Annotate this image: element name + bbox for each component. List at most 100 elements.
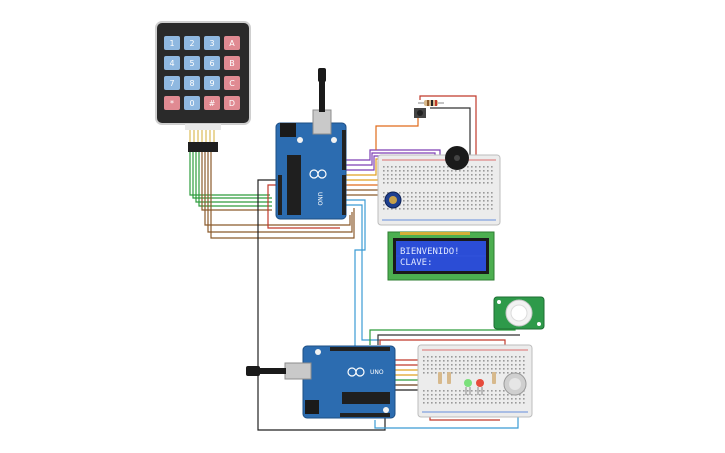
- breadboard-hole: [523, 398, 525, 400]
- breadboard-hole: [479, 402, 481, 404]
- breadboard-hole: [483, 402, 485, 404]
- breadboard-hole: [487, 372, 489, 374]
- led-green: [464, 379, 472, 395]
- breadboard-hole: [451, 200, 453, 202]
- breadboard-hole: [435, 200, 437, 202]
- breadboard-hole: [455, 356, 457, 358]
- breadboard-hole: [515, 402, 517, 404]
- breadboard-hole: [467, 196, 469, 198]
- breadboard-hole: [391, 182, 393, 184]
- key-5[interactable]: 5: [184, 56, 200, 70]
- breadboard-hole: [459, 390, 461, 392]
- breadboard-hole: [519, 372, 521, 374]
- breadboard-hole: [431, 170, 433, 172]
- breadboard-hole: [483, 360, 485, 362]
- breadboard-hole: [459, 372, 461, 374]
- breadboard-hole: [479, 360, 481, 362]
- breadboard-hole: [451, 372, 453, 374]
- breadboard-hole: [407, 170, 409, 172]
- breadboard-hole: [467, 208, 469, 210]
- breadboard-hole: [459, 178, 461, 180]
- key-star[interactable]: *: [164, 96, 180, 110]
- breadboard-hole: [487, 192, 489, 194]
- breadboard-hole: [471, 192, 473, 194]
- breadboard-hole: [419, 170, 421, 172]
- potentiometer[interactable]: [384, 191, 402, 209]
- breadboard-hole: [383, 196, 385, 198]
- breadboard-hole: [467, 178, 469, 180]
- breadboard-hole: [431, 166, 433, 168]
- key-label: 5: [189, 59, 194, 68]
- key-9[interactable]: 9: [204, 76, 220, 90]
- breadboard-hole: [475, 372, 477, 374]
- breadboard-hole: [475, 200, 477, 202]
- breadboard-hole: [463, 182, 465, 184]
- key-1[interactable]: 1: [164, 36, 180, 50]
- breadboard-hole: [407, 182, 409, 184]
- breadboard-hole: [391, 174, 393, 176]
- breadboard-hole: [519, 356, 521, 358]
- breadboard-hole: [443, 360, 445, 362]
- breadboard-hole: [415, 196, 417, 198]
- breadboard-hole: [435, 208, 437, 210]
- key-2[interactable]: 2: [184, 36, 200, 50]
- key-label: B: [229, 59, 235, 68]
- breadboard-hole: [391, 166, 393, 168]
- breadboard-hole: [407, 174, 409, 176]
- breadboard-hole: [423, 364, 425, 366]
- key-A[interactable]: A: [224, 36, 240, 50]
- key-B[interactable]: B: [224, 56, 240, 70]
- key-3[interactable]: 3: [204, 36, 220, 50]
- breadboard-top: [377, 154, 501, 226]
- breadboard-hole: [459, 174, 461, 176]
- breadboard-hole: [411, 192, 413, 194]
- key-D[interactable]: D: [224, 96, 240, 110]
- breadboard-hole: [443, 178, 445, 180]
- breadboard-hole: [467, 200, 469, 202]
- breadboard-hole: [523, 394, 525, 396]
- key-8[interactable]: 8: [184, 76, 200, 90]
- breadboard-hole: [427, 174, 429, 176]
- breadboard-hole: [411, 204, 413, 206]
- key-6[interactable]: 6: [204, 56, 220, 70]
- resistor-bottom-2: [447, 372, 451, 384]
- key-C[interactable]: C: [224, 76, 240, 90]
- key-4[interactable]: 4: [164, 56, 180, 70]
- breadboard-hole: [503, 394, 505, 396]
- breadboard-hole: [467, 394, 469, 396]
- key-7[interactable]: 7: [164, 76, 180, 90]
- pushbutton[interactable]: [414, 108, 426, 118]
- breadboard-hole: [475, 196, 477, 198]
- key-0[interactable]: 0: [184, 96, 200, 110]
- breadboard-hole: [443, 182, 445, 184]
- breadboard-hole: [447, 390, 449, 392]
- breadboard-hole: [487, 402, 489, 404]
- breadboard-hole: [407, 204, 409, 206]
- breadboard-hole: [475, 360, 477, 362]
- breadboard-hole: [507, 364, 509, 366]
- breadboard-hole: [511, 364, 513, 366]
- breadboard-hole: [487, 356, 489, 358]
- breadboard-hole: [439, 192, 441, 194]
- breadboard-hole: [479, 170, 481, 172]
- breadboard-hole: [499, 356, 501, 358]
- breadboard-hole: [463, 170, 465, 172]
- breadboard-hole: [487, 182, 489, 184]
- breadboard-hole: [487, 174, 489, 176]
- breadboard-hole: [451, 398, 453, 400]
- breadboard-hole: [443, 208, 445, 210]
- breadboard-hole: [443, 372, 445, 374]
- breadboard-hole: [459, 356, 461, 358]
- breadboard-hole: [447, 204, 449, 206]
- breadboard-hole: [515, 356, 517, 358]
- breadboard-hole: [427, 204, 429, 206]
- breadboard-hole: [447, 192, 449, 194]
- breadboard-hole: [503, 372, 505, 374]
- breadboard-hole: [403, 204, 405, 206]
- key-label: 3: [209, 39, 214, 48]
- lcd-line-2: CLAVE:: [400, 258, 433, 268]
- breadboard-hole: [495, 394, 497, 396]
- breadboard-hole: [395, 166, 397, 168]
- breadboard-hole: [427, 372, 429, 374]
- key-hash[interactable]: #: [204, 96, 220, 110]
